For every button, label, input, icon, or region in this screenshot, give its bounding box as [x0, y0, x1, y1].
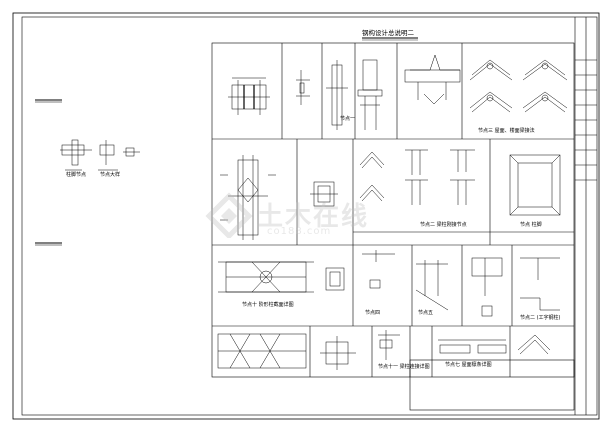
panel-label-p2: 节点三 屋面、楼面梁接法 — [478, 128, 535, 134]
left-label-1: 柱脚节点 — [66, 172, 87, 178]
panel-label-p1: 节点一 — [340, 116, 356, 122]
sheet-title: 钢构设计总说明二 — [362, 29, 414, 37]
inner-border — [21, 16, 598, 416]
detail-frame — [211, 42, 575, 378]
panel-label-p9: 节点十一 梁柱连接详图 — [378, 364, 430, 370]
watermark: 土木在线 co188.com — [205, 190, 435, 240]
panel-label-p6: 节点四 — [365, 310, 381, 316]
left-label-2: 节点大样 — [100, 172, 121, 178]
outer-border — [12, 12, 600, 420]
panel-label-p4: 节点 柱脚 — [520, 222, 542, 228]
panel-label-p8: 节点二 (工字钢柱) — [520, 315, 561, 321]
panel-label-p7: 节点五 — [418, 310, 434, 316]
panel-label-p3: 节点二 梁柱刚接节点 — [420, 222, 467, 228]
panel-label-p5: 节点十 阶形柱截面详图 — [242, 302, 294, 308]
watermark-text: 土木在线 — [257, 202, 370, 232]
watermark-subtext: co188.com — [267, 226, 332, 237]
panel-label-p10: 节点七 屋面檩条详图 — [445, 362, 492, 368]
watermark-logo-icon — [205, 192, 253, 240]
